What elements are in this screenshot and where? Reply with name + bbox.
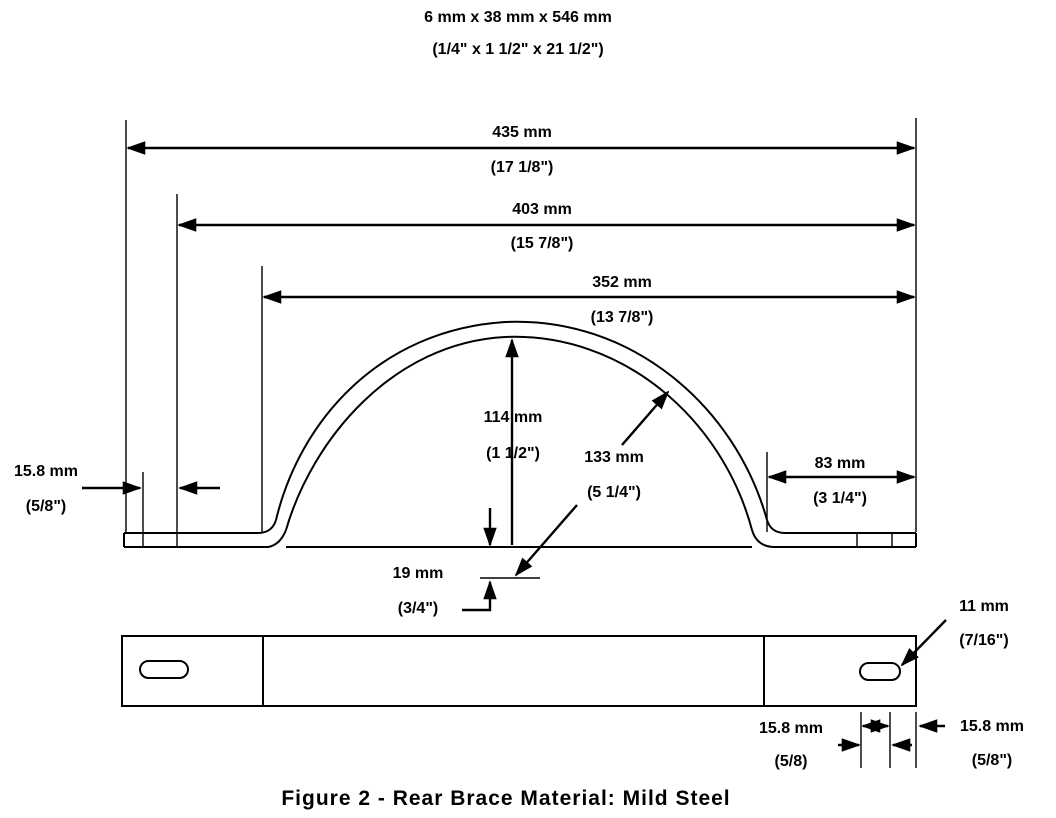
- figure-caption: Figure 2 - Rear Brace Material: Mild Ste…: [281, 787, 730, 810]
- dim-133-in-label: (5 1/4"): [587, 484, 641, 501]
- dim-114-in-label: (1 1/2"): [486, 445, 540, 462]
- dim-83-mm-label: 83 mm: [815, 455, 866, 472]
- dim-15-8-left-in-label: (5/8"): [26, 498, 66, 515]
- dim-435-in-label: (17 1/8"): [491, 159, 554, 176]
- leader-slot-11: [900, 619, 947, 667]
- brace-side-view: [123, 320, 917, 548]
- dim-11-mm-label: 11 mm: [959, 598, 1009, 615]
- dim-352-in-label: (13 7/8"): [591, 309, 654, 326]
- dim-403-in-label: (15 7/8"): [511, 235, 574, 252]
- dim-slot-b-in-label: (5/8"): [972, 752, 1012, 769]
- dim-352-mm-label: 352 mm: [592, 274, 652, 291]
- dim-435-mm-label: 435 mm: [492, 124, 552, 141]
- leader-19-diagonal: [514, 504, 578, 577]
- dim-83-in-label: (3 1/4"): [813, 490, 867, 507]
- dim-403-mm-label: 403 mm: [512, 201, 572, 218]
- dim-114-mm-label: 114 mm: [484, 409, 543, 426]
- leader-19-arrow-up: [462, 580, 497, 612]
- dim-15-8-left-mm-label: 15.8 mm: [14, 463, 78, 480]
- material-size-imperial: (1/4" x 1 1/2" x 21 1/2"): [432, 41, 603, 58]
- dim-slot-a-in-label: (5/8): [775, 753, 808, 770]
- leader-radius-133: [621, 390, 670, 446]
- dim-19-mm-label: 19 mm: [393, 565, 444, 582]
- brace-flat-blank: [121, 635, 917, 707]
- dim-11-in-label: (7/16"): [959, 632, 1008, 649]
- dim-slot-a-mm-label: 15.8 mm: [759, 720, 823, 737]
- slot-left: [139, 660, 189, 679]
- material-size-metric: 6 mm x 38 mm x 546 mm: [424, 9, 612, 26]
- dim-slot-b-mm-label: 15.8 mm: [960, 718, 1024, 735]
- dim-19-in-label: (3/4"): [398, 600, 438, 617]
- slot-right: [859, 662, 901, 681]
- dim-133-mm-label: 133 mm: [584, 449, 644, 466]
